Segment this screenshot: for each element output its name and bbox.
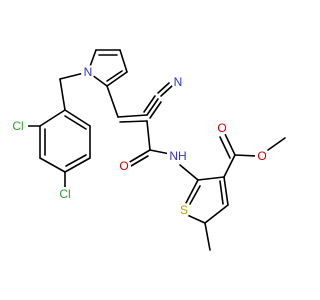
atom-label: N — [84, 65, 93, 79]
bond — [223, 154, 236, 178]
bond — [64, 109, 91, 127]
bond — [179, 164, 199, 181]
bond — [64, 157, 91, 173]
ester-carbonyl-oxygen-atom: O — [215, 121, 229, 135]
molecule-svg: N Cl Cl N O NH O O — [10, 49, 286, 251]
chlorine-ortho-atom: Cl — [10, 119, 28, 133]
atom-label: NH — [169, 149, 186, 163]
bond — [224, 133, 236, 156]
bond — [106, 71, 128, 87]
amide-nitrogen-atom: NH — [167, 148, 189, 164]
bond — [146, 98, 159, 116]
bond — [267, 137, 286, 151]
bonds — [25, 49, 286, 251]
bond — [64, 115, 87, 130]
bond — [127, 149, 151, 164]
pyrrole-nitrogen-atom: N — [81, 65, 95, 79]
bond — [197, 176, 225, 181]
atom-label: O — [119, 159, 128, 173]
bond — [143, 95, 156, 113]
bond — [149, 149, 171, 155]
bond — [223, 176, 229, 206]
chlorine-para-atom: Cl — [56, 187, 74, 201]
bond — [65, 154, 87, 167]
bond — [219, 136, 231, 159]
bond — [204, 204, 229, 224]
bond — [39, 157, 66, 173]
ester-ether-oxygen-atom: O — [255, 149, 269, 163]
molecule-structure-diagram: N Cl Cl N O NH O O — [10, 49, 286, 251]
bond — [106, 85, 119, 118]
bond — [184, 213, 206, 224]
atom-label: S — [180, 203, 188, 217]
atom-labels: N Cl Cl N O NH O O — [10, 65, 269, 217]
bond — [130, 155, 149, 167]
bond — [160, 85, 173, 97]
atom-label: Cl — [59, 187, 70, 201]
atom-label: O — [257, 149, 266, 163]
bond — [219, 180, 224, 205]
amide-oxygen-atom: O — [117, 159, 131, 173]
thiophene-sulfur-atom: S — [177, 203, 191, 217]
atom-label: N — [174, 75, 183, 89]
bond — [39, 109, 66, 127]
nitrile-nitrogen-atom: N — [171, 75, 185, 89]
bond — [149, 101, 162, 119]
bond — [204, 222, 211, 251]
bond — [189, 185, 201, 205]
bond — [234, 154, 257, 157]
bond — [117, 114, 148, 118]
bond — [146, 120, 151, 151]
bond — [119, 120, 148, 123]
bond — [157, 82, 170, 94]
bond — [59, 78, 66, 111]
bond — [119, 49, 128, 73]
atom-label: Cl — [12, 119, 23, 133]
atom-label: O — [217, 121, 226, 135]
bond — [184, 179, 199, 206]
bond — [106, 70, 123, 82]
